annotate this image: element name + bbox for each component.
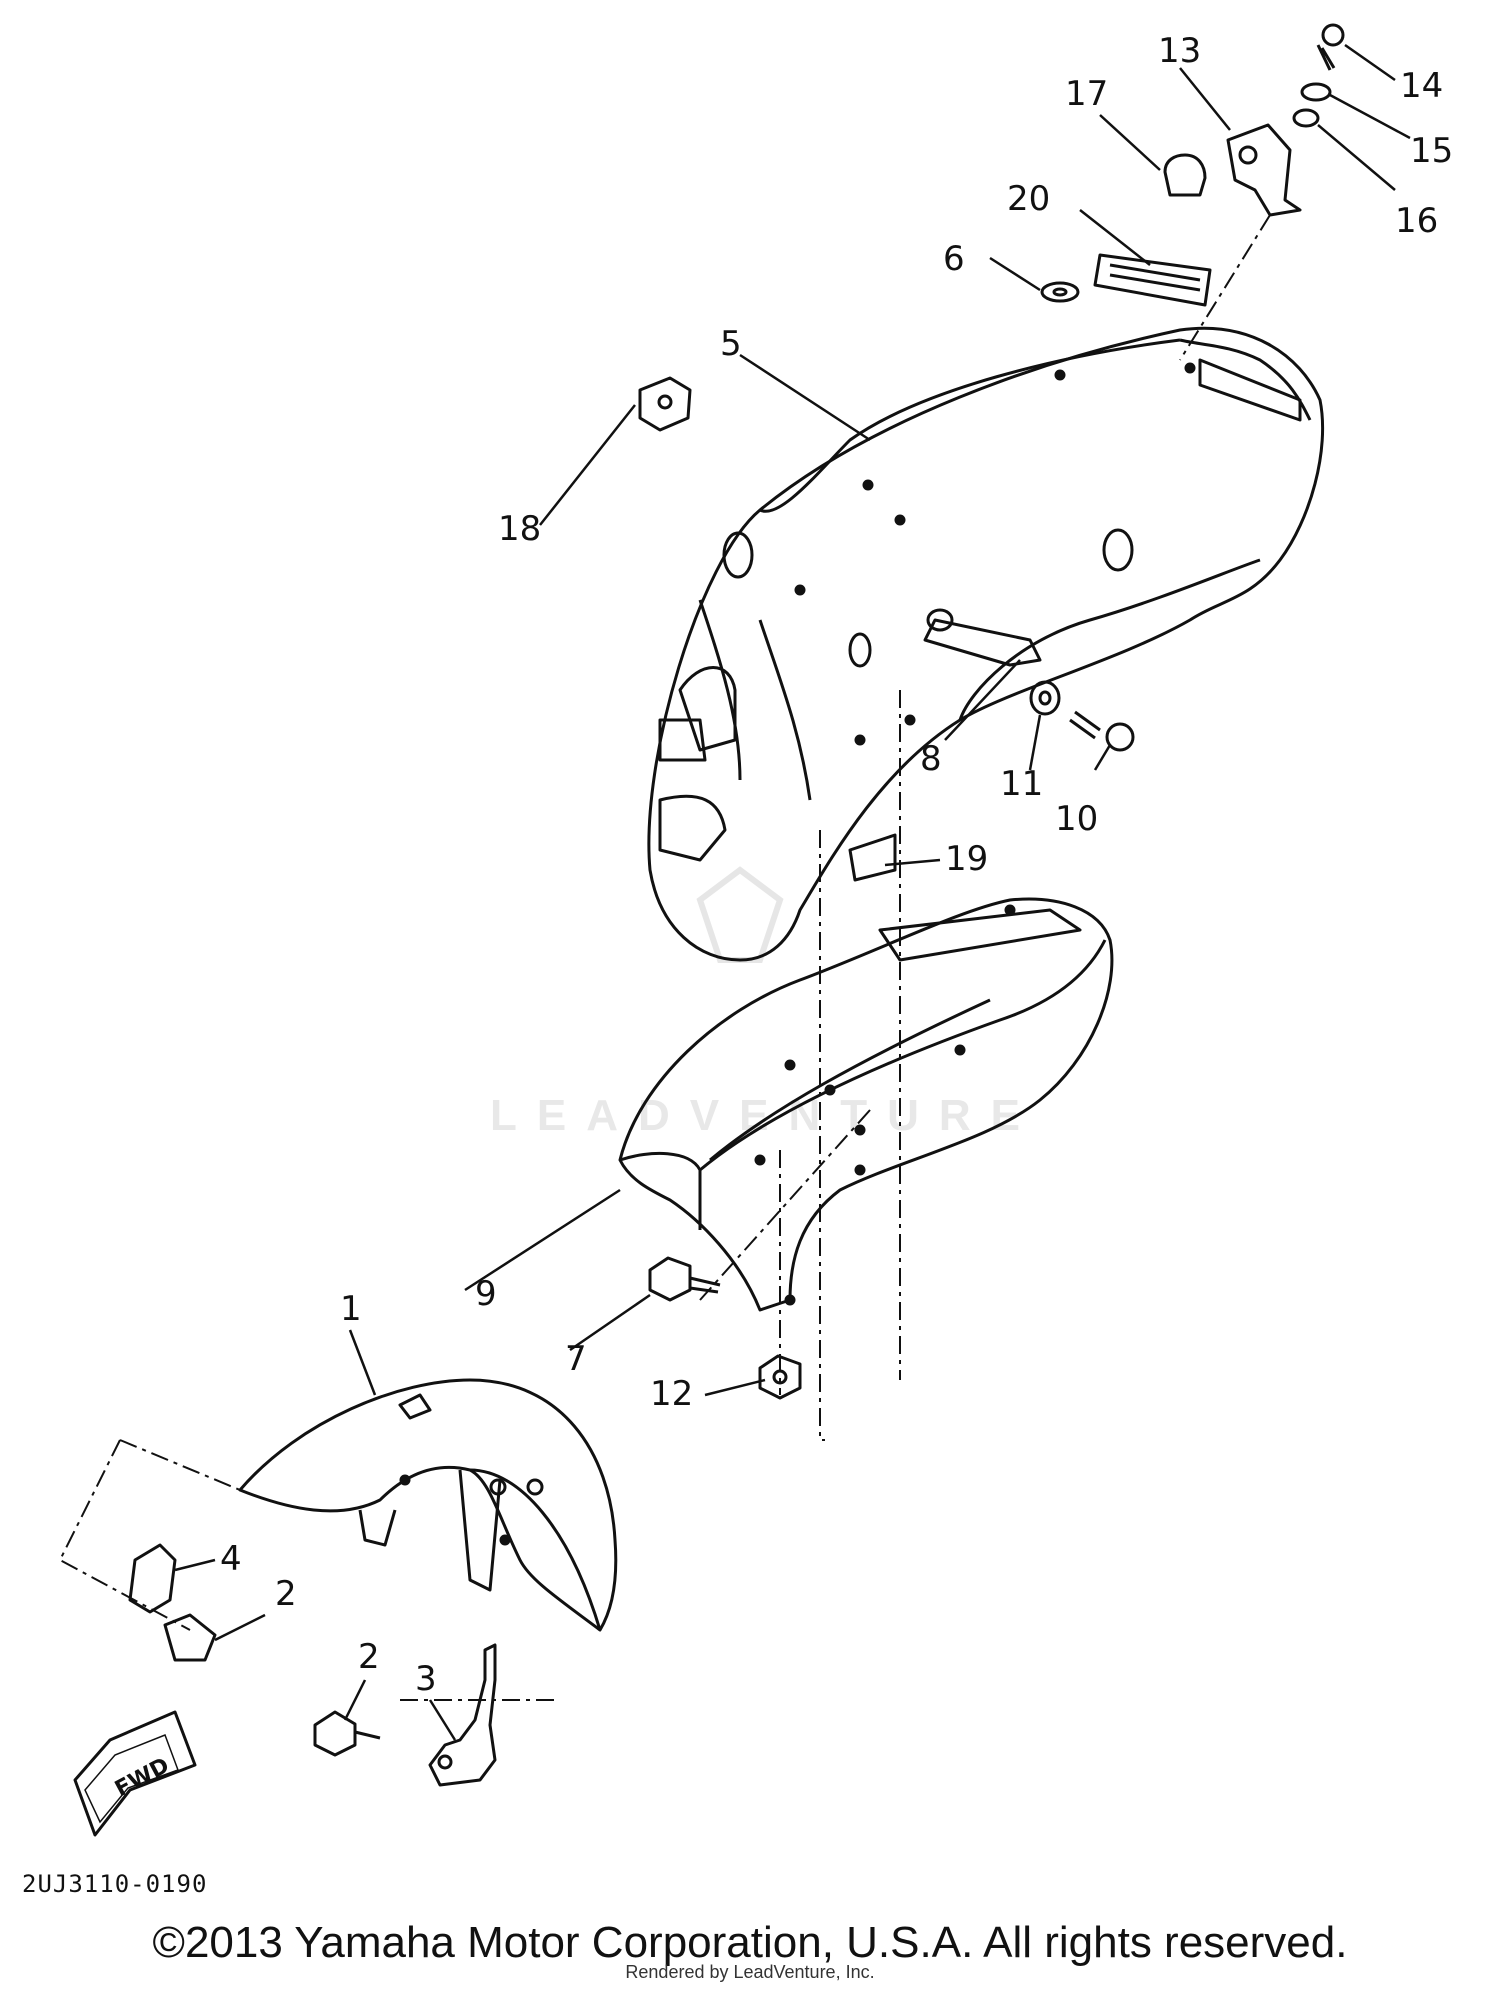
callout-18: 18 bbox=[498, 509, 541, 549]
callout-16: 16 bbox=[1395, 201, 1438, 241]
leader-lines bbox=[174, 43, 1411, 1741]
callout-17: 17 bbox=[1065, 74, 1108, 114]
nut-18 bbox=[638, 376, 692, 432]
strap-8 bbox=[923, 618, 1042, 667]
callout-4: 4 bbox=[220, 1539, 242, 1579]
callout-6: 6 bbox=[943, 239, 965, 279]
front-fender bbox=[238, 1378, 618, 1632]
callout-9: 9 bbox=[475, 1274, 497, 1314]
diagram-part-code: 2UJ3110-0190 bbox=[22, 1870, 207, 1898]
bracket-13 bbox=[1226, 123, 1302, 217]
watermark: LEADVENTURE bbox=[490, 866, 1040, 1140]
reference-lines bbox=[58, 214, 1271, 1701]
cap-nut-17 bbox=[1163, 153, 1207, 197]
callout-1: 1 bbox=[340, 1289, 362, 1329]
callout-13: 13 bbox=[1158, 31, 1201, 71]
callout-3: 3 bbox=[415, 1659, 437, 1699]
callout-19: 19 bbox=[945, 839, 988, 879]
flange-bolt-7 bbox=[648, 1256, 692, 1302]
clip-19 bbox=[848, 833, 897, 882]
callout-8: 8 bbox=[920, 739, 942, 779]
hardware-parts bbox=[128, 23, 1345, 1787]
rear-fender bbox=[647, 326, 1325, 962]
bolt-10 bbox=[1069, 710, 1101, 740]
watermark-text: LEADVENTURE bbox=[490, 1091, 1040, 1140]
bracket-4 bbox=[128, 1543, 177, 1614]
callout-15: 15 bbox=[1410, 131, 1453, 171]
callouts: 1 2 2 3 4 5 6 7 8 9 10 11 12 13 14 15 16… bbox=[220, 31, 1453, 1699]
callout-14: 14 bbox=[1400, 66, 1443, 106]
inner-fender bbox=[618, 897, 1114, 1312]
copyright-notice: ©2013 Yamaha Motor Corporation, U.S.A. A… bbox=[152, 1918, 1348, 1967]
callout-5: 5 bbox=[720, 324, 742, 364]
callout-2-lower: 2 bbox=[358, 1637, 380, 1677]
callout-12: 12 bbox=[650, 1374, 693, 1414]
forward-direction-arrow: FWD bbox=[73, 1710, 197, 1837]
render-attribution: Rendered by LeadVenture, Inc. bbox=[625, 1962, 875, 1982]
callout-2-upper: 2 bbox=[275, 1574, 297, 1614]
callout-11: 11 bbox=[1000, 764, 1043, 804]
bracket-3 bbox=[428, 1643, 497, 1787]
callout-10: 10 bbox=[1055, 799, 1098, 839]
callout-20: 20 bbox=[1007, 179, 1050, 219]
nut-12 bbox=[758, 1354, 802, 1400]
callout-7: 7 bbox=[565, 1339, 587, 1379]
strip-20 bbox=[1093, 253, 1212, 307]
